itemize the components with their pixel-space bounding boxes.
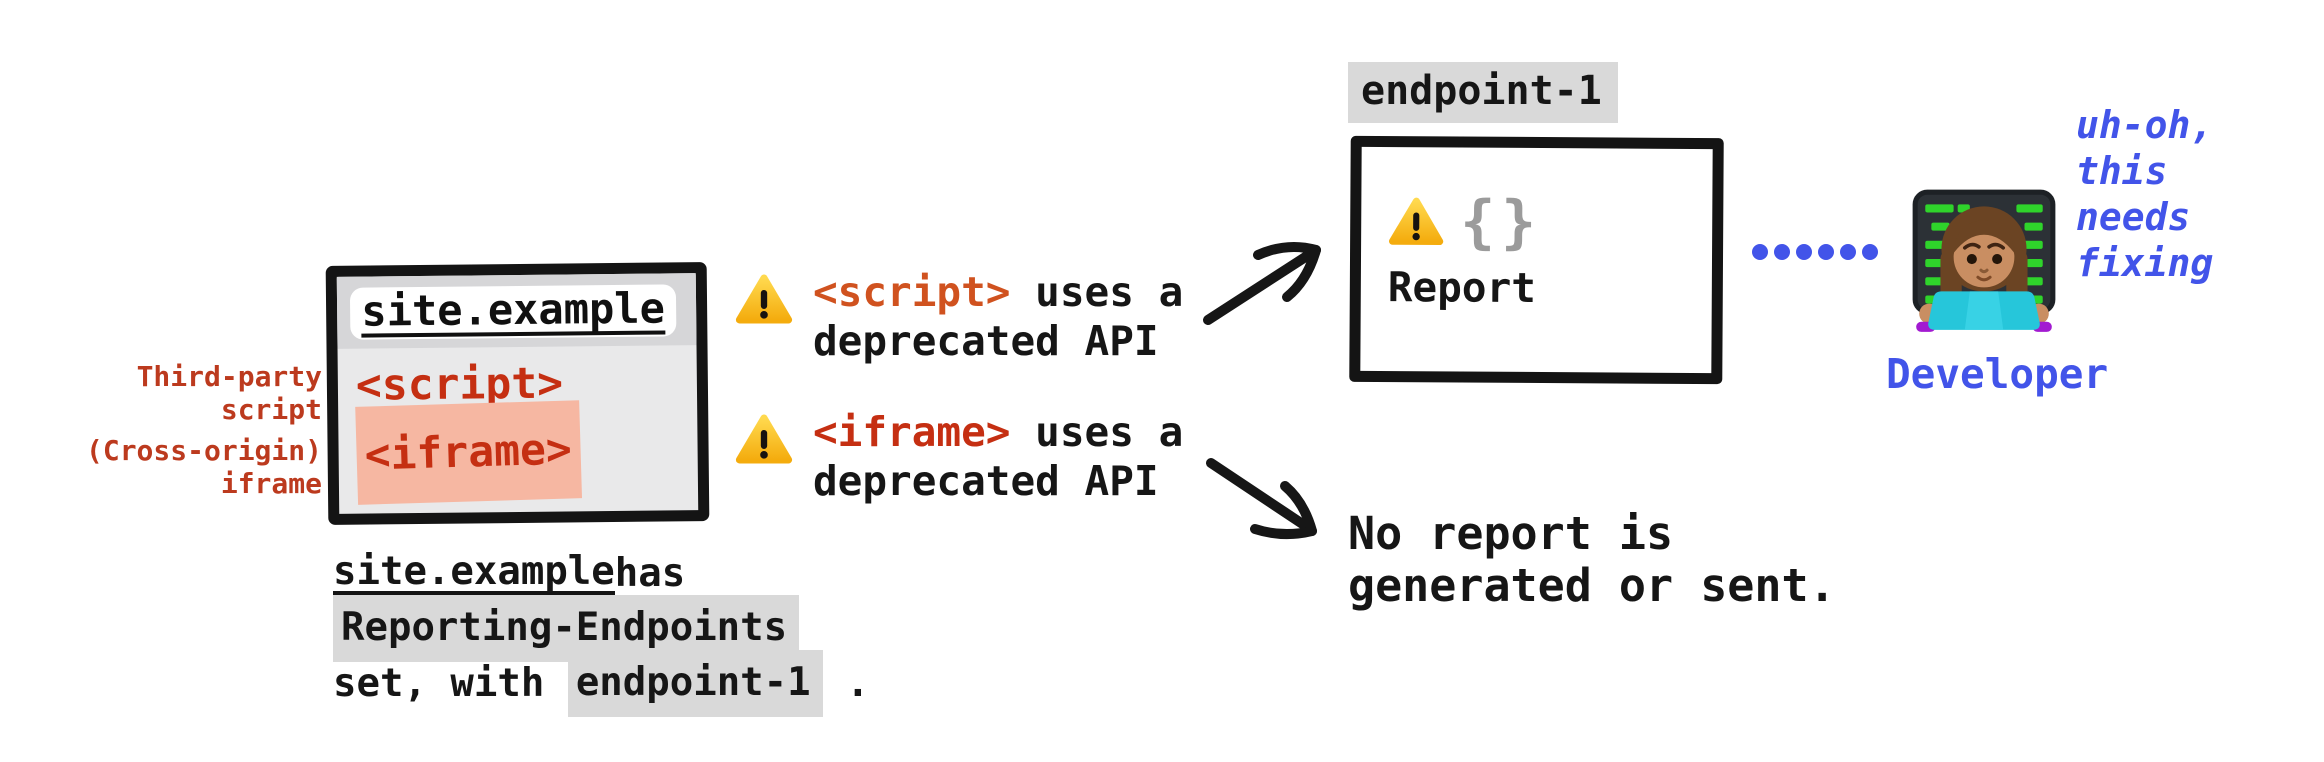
- report-text: Report: [1387, 263, 1537, 312]
- script-warning: <script> uses a deprecated API: [735, 268, 1183, 366]
- developer-label: Developer: [1886, 350, 2109, 398]
- json-braces-icon: {}: [1460, 187, 1543, 257]
- reporting-endpoints-header: Reporting-Endpoints: [333, 595, 800, 662]
- iframe-warning-line1: <iframe> uses a: [813, 408, 1184, 456]
- caption-line-3: set, with endpoint-1 .: [333, 650, 870, 717]
- woman-technologist-icon: [1912, 189, 2056, 332]
- window-topbar: site.example: [336, 273, 697, 349]
- script-warning-line1: <script> uses a: [813, 268, 1184, 316]
- caption-site: site.example: [333, 548, 615, 596]
- arrow-to-endpoint: [1203, 241, 1321, 325]
- warning-icon: [1388, 197, 1444, 246]
- dotted-connector: [1752, 244, 1878, 260]
- developer-thought-text: uh-oh, this needs fixing: [2076, 103, 2214, 285]
- endpoint-1-label: endpoint-1: [1348, 62, 1618, 123]
- cross-origin-iframe-label: (Cross-origin) iframe: [85, 434, 322, 500]
- iframe-highlight: <iframe>: [355, 400, 583, 505]
- address-text: site.example: [361, 283, 666, 338]
- caption-line-2: Reporting-Endpoints: [333, 595, 870, 662]
- arrow-to-no-report: [1206, 458, 1317, 539]
- address-bar: site.example: [349, 283, 677, 340]
- iframe-warning-line2: deprecated API: [813, 457, 1159, 505]
- warning-icon: [735, 414, 793, 464]
- endpoint-box: {} Report: [1349, 135, 1724, 385]
- iframe-tag: <iframe>: [363, 424, 573, 481]
- script-warning-line2: deprecated API: [813, 317, 1159, 365]
- caption-endpoint-name: endpoint-1: [567, 650, 823, 717]
- third-party-script-label: Third-party script: [136, 360, 322, 426]
- no-report-text: No report is generated or sent.: [1348, 507, 1836, 612]
- caption-line-1: site.example has: [333, 548, 686, 596]
- window-caption: site.example has Reporting-Endpoints set…: [333, 546, 870, 717]
- warning-icon: [735, 274, 793, 324]
- iframe-warning: <iframe> uses a deprecated API: [735, 408, 1183, 506]
- site-example-window: site.example <script> <iframe>: [325, 262, 710, 525]
